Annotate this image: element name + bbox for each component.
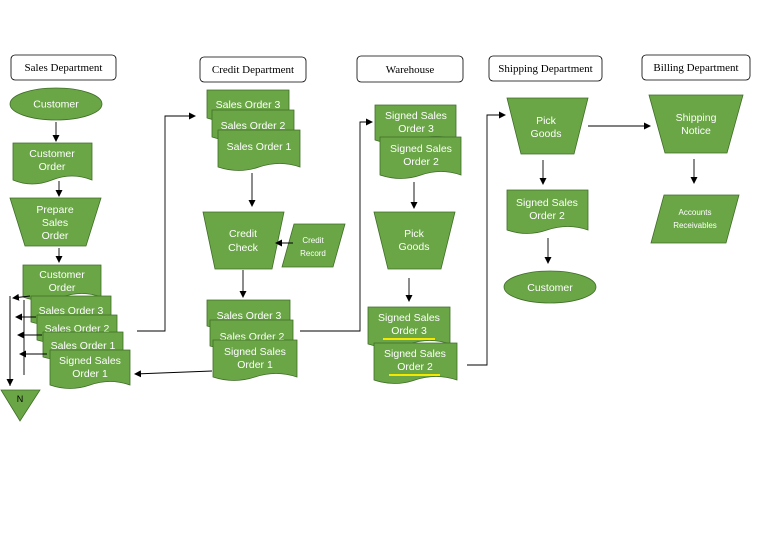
svg-text:Shipping: Shipping: [676, 112, 717, 124]
warehouse-out-signed-sales-order-3-document: Signed Sales Order 3: [367, 306, 451, 348]
svg-text:Order 2: Order 2: [403, 156, 439, 168]
svg-text:Signed Sales: Signed Sales: [59, 355, 121, 367]
warehouse-out-signed-sales-order-2-document: Signed Sales Order 2: [373, 342, 458, 384]
svg-text:Order 1: Order 1: [237, 359, 273, 371]
svg-text:Goods: Goods: [399, 241, 430, 253]
svg-text:Order: Order: [49, 282, 76, 294]
svg-text:Signed Sales: Signed Sales: [378, 312, 440, 324]
svg-text:Goods: Goods: [531, 128, 562, 140]
billing-department-header: Billing Department: [641, 54, 751, 81]
svg-text:Pick: Pick: [536, 115, 557, 127]
svg-text:Sales Order 2: Sales Order 2: [221, 120, 286, 132]
svg-text:Check: Check: [228, 242, 259, 254]
warehouse-outgoing-stack: Signed Sales Order 3 Signed Sales Order …: [367, 306, 458, 384]
stack-signed-sales-order-1-document: Signed Sales Order 1: [49, 349, 131, 389]
credit-check-process: Credit Check: [202, 211, 285, 270]
customer-order-document: Customer Order: [12, 142, 93, 185]
shipping-department-header: Shipping Department: [488, 55, 603, 82]
credit-record-data: Credit Record: [281, 223, 346, 268]
svg-text:Credit: Credit: [302, 236, 324, 245]
svg-text:Sales Order 3: Sales Order 3: [217, 310, 282, 322]
svg-text:Customer: Customer: [29, 148, 75, 160]
svg-text:Record: Record: [300, 249, 326, 258]
warehouse-signed-sales-order-2-document: Signed Sales Order 2: [379, 136, 462, 179]
svg-text:Receivables: Receivables: [673, 221, 717, 230]
warehouse-signed-sales-order-3-document: Signed Sales Order 3: [374, 104, 457, 144]
sales-department-header: Sales Department: [10, 54, 117, 81]
credit-incoming-stack: Sales Order 3 Sales Order 2 Sales Order …: [206, 89, 301, 171]
warehouse-incoming-stack: Signed Sales Order 3 Signed Sales Order …: [374, 104, 462, 179]
credit-sales-order-1-document: Sales Order 1: [217, 129, 301, 171]
sales-customer-terminator: Customer: [9, 87, 103, 121]
svg-text:Sales Order 1: Sales Order 1: [227, 141, 292, 153]
svg-text:Warehouse: Warehouse: [386, 64, 435, 76]
svg-text:Accounts: Accounts: [679, 208, 712, 217]
billing-accounts-receivables-data: Accounts Receivables: [650, 194, 740, 244]
credit-department-header: Credit Department: [199, 56, 307, 83]
svg-text:Signed Sales: Signed Sales: [384, 348, 446, 360]
warehouse-header: Warehouse: [356, 55, 464, 83]
credit-outgoing-stack: Sales Order 3 Sales Order 2 Signed Sales…: [206, 299, 298, 381]
warehouse-pick-goods-process: Pick Goods: [373, 211, 456, 270]
svg-text:Signed Sales: Signed Sales: [224, 346, 286, 358]
svg-text:Prepare: Prepare: [36, 204, 74, 216]
svg-text:Order 3: Order 3: [398, 123, 434, 135]
svg-text:Customer: Customer: [33, 99, 79, 111]
svg-text:Credit Department: Credit Department: [212, 64, 294, 76]
svg-text:Sales Order 3: Sales Order 3: [216, 99, 281, 111]
svg-text:Signed Sales: Signed Sales: [390, 143, 452, 155]
billing-shipping-notice-process: Shipping Notice: [648, 94, 744, 154]
svg-text:Order: Order: [42, 230, 69, 242]
shipping-pick-goods-process: Pick Goods: [506, 97, 589, 155]
svg-text:Customer: Customer: [39, 269, 85, 281]
svg-text:Billing Department: Billing Department: [653, 62, 738, 74]
svg-text:Sales Department: Sales Department: [25, 62, 103, 74]
sales-document-stack: Customer Order Sales Order 3 Sales Order…: [22, 264, 131, 389]
svg-text:Credit: Credit: [229, 228, 257, 240]
shipping-signed-sales-order-2-document: Signed Sales Order 2: [506, 189, 589, 234]
stack-customer-order-document: Customer Order: [22, 264, 102, 301]
svg-text:Order 1: Order 1: [72, 368, 108, 380]
svg-text:Shipping Department: Shipping Department: [498, 63, 592, 75]
svg-text:Sales Order 1: Sales Order 1: [51, 340, 116, 352]
svg-text:Customer: Customer: [527, 282, 573, 294]
credit-out-signed-sales-order-1-document: Signed Sales Order 1: [212, 339, 298, 381]
svg-text:Signed Sales: Signed Sales: [516, 197, 578, 209]
svg-text:Signed Sales: Signed Sales: [385, 110, 447, 122]
svg-text:Pick: Pick: [404, 228, 425, 240]
svg-text:Sales Order 3: Sales Order 3: [39, 305, 104, 317]
svg-text:Order 2: Order 2: [397, 361, 433, 373]
svg-text:Notice: Notice: [681, 125, 711, 137]
svg-text:Order: Order: [39, 161, 66, 173]
sales-file-storage: N: [0, 389, 41, 422]
shipping-customer-terminator: Customer: [503, 270, 597, 304]
svg-text:Order 3: Order 3: [391, 325, 427, 337]
svg-text:Order 2: Order 2: [529, 210, 565, 222]
prepare-sales-order-process: Prepare Sales Order: [9, 197, 102, 247]
svg-text:N: N: [17, 394, 24, 404]
svg-text:Sales: Sales: [42, 217, 68, 229]
